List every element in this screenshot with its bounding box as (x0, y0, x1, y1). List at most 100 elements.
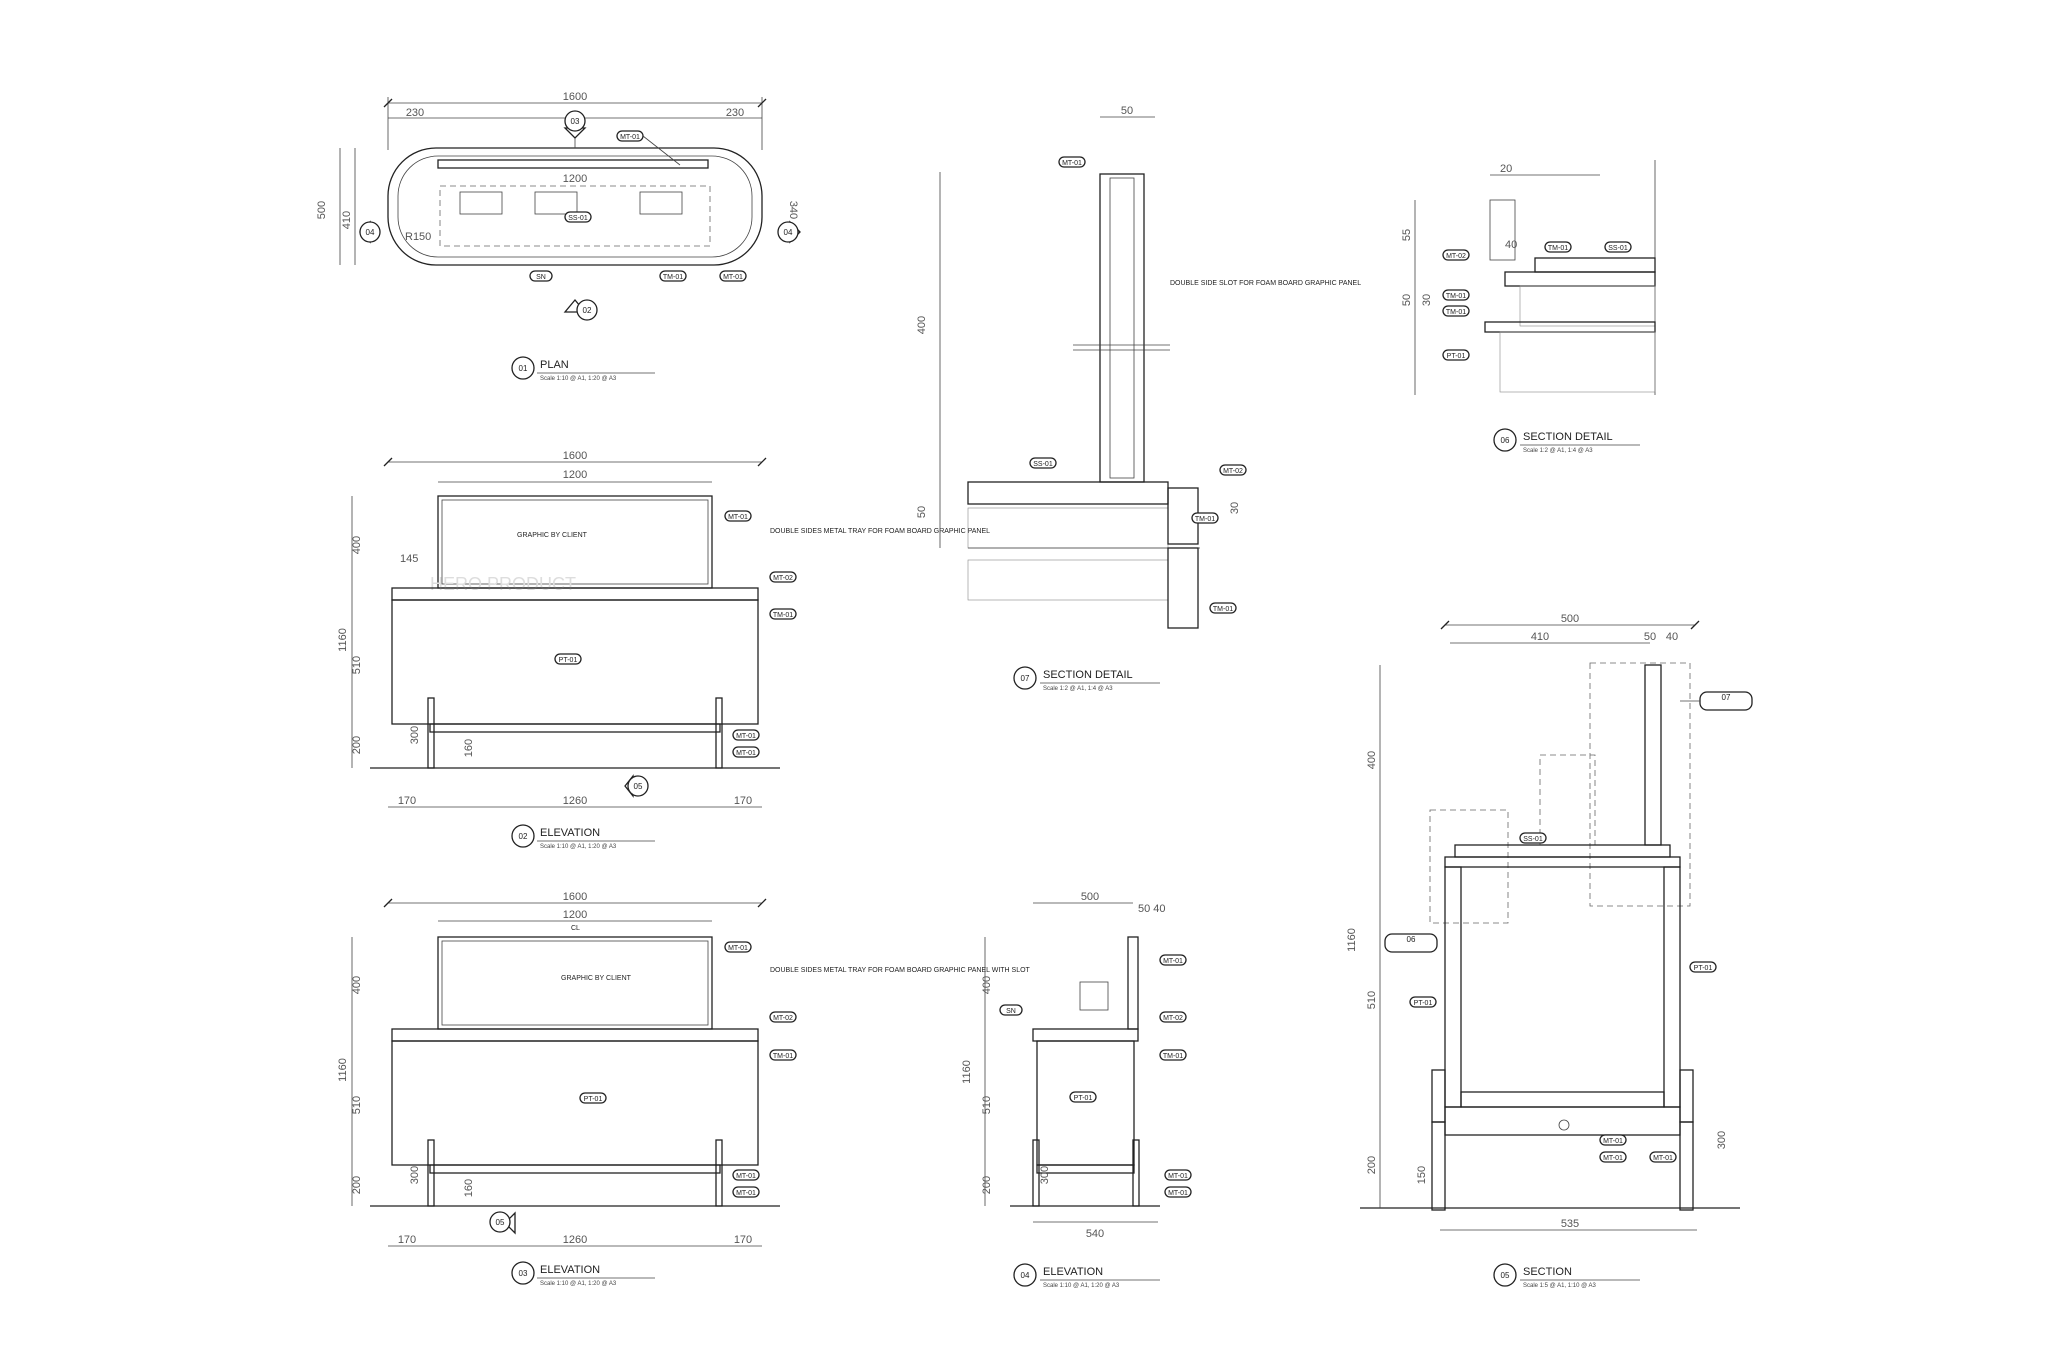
svg-text:TM-01: TM-01 (773, 612, 793, 619)
s05-dim-300: 300 (1716, 1131, 1728, 1149)
e03-graphic-label: GRAPHIC BY CLIENT (561, 975, 632, 982)
plan-marker-right[interactable]: 04 (777, 220, 801, 244)
svg-text:TM-01: TM-01 (1446, 293, 1466, 300)
svg-text:TM-01: TM-01 (1163, 1053, 1183, 1060)
svg-text:Scale 1:10 @ A1, 1:20 @ A3: Scale 1:10 @ A1, 1:20 @ A3 (540, 1281, 617, 1287)
s05-tag-pt01b: PT-01 (1689, 961, 1717, 973)
s05-callout-06[interactable]: 06 (1384, 933, 1438, 953)
e04-tag-pt01: PT-01 (1069, 1091, 1097, 1103)
d07-tag-tm01b: TM-01 (1209, 602, 1237, 614)
svg-text:MT-02: MT-02 (1446, 253, 1466, 260)
title-elevation-04: 04 ELEVATION Scale 1:10 @ A1, 1:20 @ A3 (1013, 1263, 1160, 1289)
svg-text:PT-01: PT-01 (1414, 1000, 1433, 1007)
svg-text:SN: SN (536, 274, 546, 281)
d07-tag-ss01: SS-01 (1029, 457, 1057, 469)
e04-dim-1160: 1160 (961, 1060, 973, 1084)
svg-text:TM-01: TM-01 (663, 274, 683, 281)
svg-text:SECTION DETAIL: SECTION DETAIL (1043, 669, 1133, 681)
svg-text:ELEVATION: ELEVATION (1043, 1266, 1103, 1278)
d06-dim-55: 55 (1401, 229, 1413, 241)
d07-dim-30: 30 (1229, 502, 1241, 514)
svg-text:MT-01: MT-01 (736, 1190, 756, 1197)
svg-text:07: 07 (1021, 674, 1030, 683)
plan-dim-410: 410 (341, 211, 353, 229)
plan-tag-ss01: SS-01 (564, 211, 592, 223)
e02-marker-05[interactable]: 05 (624, 774, 649, 798)
e04-tag-mt01: MT-01 (1159, 954, 1187, 966)
d06-tag-tm01a: TM-01 (1544, 241, 1572, 253)
title-detail-06: 06 SECTION DETAIL Scale 1:2 @ A1, 1:4 @ … (1493, 428, 1640, 454)
e03-dim-inner: 1200 (563, 909, 587, 921)
e03-dim-400: 400 (351, 976, 363, 994)
svg-text:PT-01: PT-01 (1074, 1095, 1093, 1102)
s05-dim-50: 50 (1644, 631, 1656, 643)
svg-text:Scale 1:10 @ A1, 1:20 @ A3: Scale 1:10 @ A1, 1:20 @ A3 (540, 844, 617, 850)
plan-dim-r150: R150 (405, 231, 431, 243)
svg-text:MT-02: MT-02 (773, 575, 793, 582)
s05-dim-410: 410 (1531, 631, 1549, 643)
e02-tag-tm01: TM-01 (769, 608, 797, 620)
e02-dim-200: 200 (351, 736, 363, 754)
s05-tag-mt01c: MT-01 (1649, 1151, 1677, 1163)
s05-callout-07[interactable]: 07 (1680, 691, 1753, 711)
e03-dim-b1260: 1260 (563, 1234, 587, 1246)
d07-tag-mt02: MT-02 (1219, 464, 1247, 476)
e03-tag-mt01c: MT-01 (732, 1186, 760, 1198)
s05-tag-pt01a: PT-01 (1409, 996, 1437, 1008)
e02-dim-inner: 1200 (563, 469, 587, 481)
svg-text:05: 05 (1501, 1271, 1510, 1280)
section-detail-07: 50 400 50 30 DOUBLE SIDE SLOT FOR FOAM B… (916, 105, 1361, 692)
svg-text:PT-01: PT-01 (584, 1096, 603, 1103)
svg-text:TM-01: TM-01 (773, 1053, 793, 1060)
e02-dim-160: 160 (463, 739, 475, 757)
section-detail-06: 20 55 50 30 40 MT-02 TM-01 SS-01 TM-01 T… (1401, 160, 1656, 454)
svg-text:MT-01: MT-01 (1062, 160, 1082, 167)
e04-dim-400: 400 (981, 976, 993, 994)
e02-dim-b1260: 1260 (563, 795, 587, 807)
svg-text:03: 03 (519, 1269, 528, 1278)
e04-tag-tm01: TM-01 (1159, 1049, 1187, 1061)
e02-dim-145: 145 (400, 553, 418, 565)
e02-dim-overall: 1600 (563, 450, 587, 462)
svg-text:MT-02: MT-02 (773, 1015, 793, 1022)
s05-tag-mt01b: MT-01 (1599, 1151, 1627, 1163)
svg-text:MT-02: MT-02 (1163, 1015, 1183, 1022)
e03-marker-05[interactable]: 05 (489, 1211, 516, 1235)
plan-marker-left[interactable]: 04 (359, 220, 381, 244)
e02-dim-300: 300 (409, 726, 421, 744)
svg-text:SECTION: SECTION (1523, 1266, 1572, 1278)
svg-text:04: 04 (1021, 1271, 1030, 1280)
svg-text:Scale 1:10 @ A1, 1:20 @ A3: Scale 1:10 @ A1, 1:20 @ A3 (540, 376, 617, 382)
plan-tag-tm01: TM-01 (659, 270, 687, 282)
d06-tag-mt02: MT-02 (1442, 249, 1470, 261)
plan-marker-top[interactable]: 03 (563, 110, 587, 139)
d07-note: DOUBLE SIDE SLOT FOR FOAM BOARD GRAPHIC … (1170, 280, 1361, 287)
svg-text:SS-01: SS-01 (1033, 461, 1053, 468)
e04-tag-sn: SN (999, 1004, 1023, 1016)
e03-dim-510: 510 (351, 1096, 363, 1114)
svg-text:06: 06 (1501, 436, 1510, 445)
plan-marker-bottom[interactable]: 02 (563, 298, 598, 321)
e03-dim-b170r: 170 (734, 1234, 752, 1246)
svg-text:Scale 1:5 @ A1, 1:10 @ A3: Scale 1:5 @ A1, 1:10 @ A3 (1523, 1283, 1597, 1289)
e03-dim-160: 160 (463, 1179, 475, 1197)
d06-tag-tm01c: TM-01 (1442, 305, 1470, 317)
d07-dim-400: 400 (916, 316, 928, 334)
title-section-05: 05 SECTION Scale 1:5 @ A1, 1:10 @ A3 (1493, 1263, 1640, 1289)
plan-tag-mt01: MT-01 (616, 130, 681, 166)
svg-text:PLAN: PLAN (540, 359, 569, 371)
svg-text:TM-01: TM-01 (1195, 516, 1215, 523)
svg-text:02: 02 (519, 832, 528, 841)
s05-tag-mt01a: MT-01 (1599, 1134, 1627, 1146)
plan-tag-mt01b: MT-01 (719, 270, 747, 282)
svg-text:ELEVATION: ELEVATION (540, 1264, 600, 1276)
svg-text:07: 07 (1722, 693, 1731, 702)
e04-dim-300: 300 (1039, 1166, 1051, 1184)
plan-view: 1600 230 230 1200 500 410 340 R150 03 04 (316, 91, 801, 382)
svg-text:TM-01: TM-01 (1213, 606, 1233, 613)
svg-text:Scale 1:10 @ A1, 1:20 @ A3: Scale 1:10 @ A1, 1:20 @ A3 (1043, 1283, 1120, 1289)
svg-text:MT-01: MT-01 (723, 274, 743, 281)
e02-graphic-label: GRAPHIC BY CLIENT (517, 532, 588, 539)
e02-dim-400: 400 (351, 536, 363, 554)
